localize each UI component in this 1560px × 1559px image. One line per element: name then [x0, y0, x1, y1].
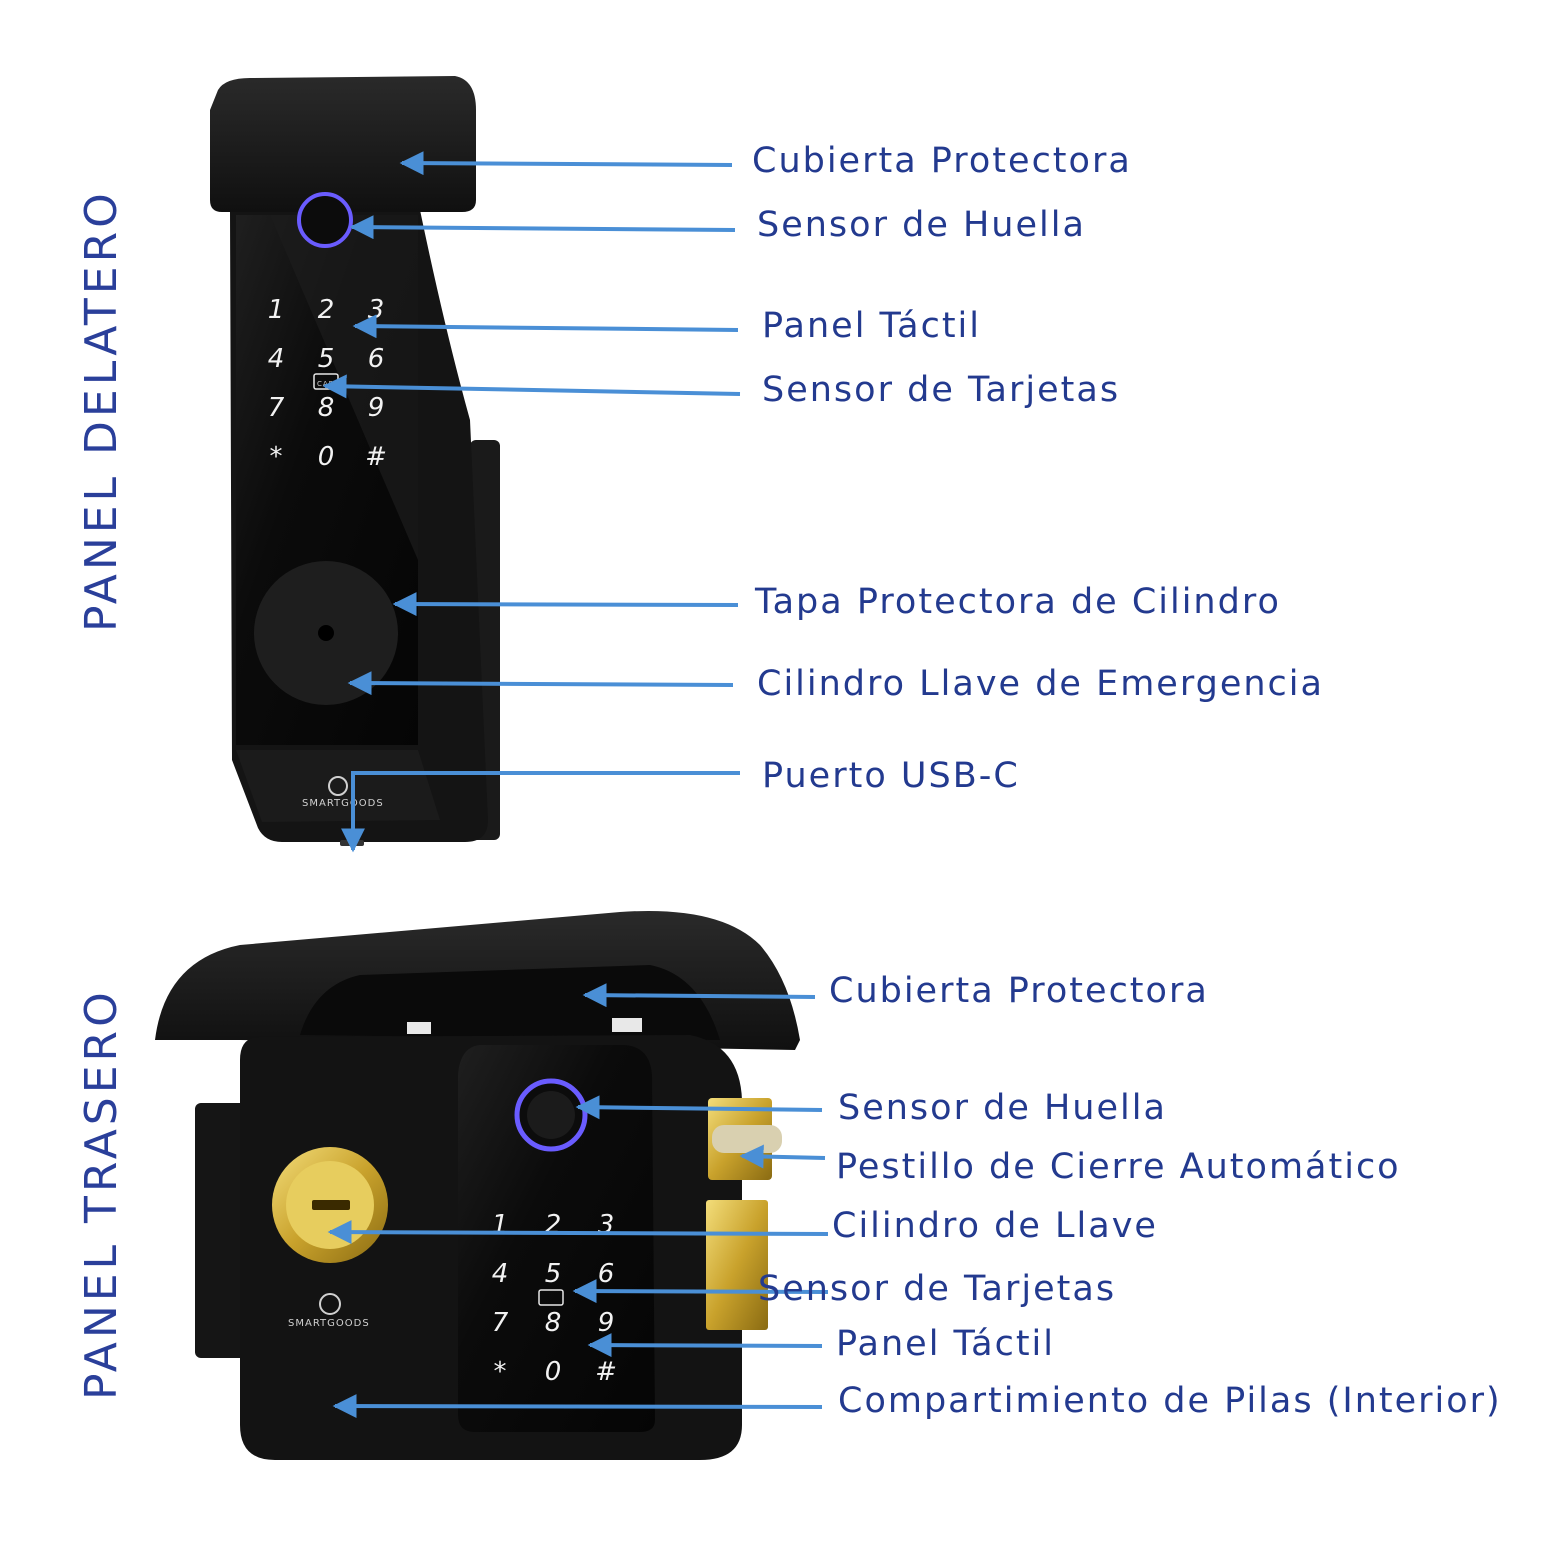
front-protective-cover [210, 76, 476, 212]
arrow-front-tarjetas [322, 374, 741, 399]
back-key-5[interactable]: 5 [545, 1259, 562, 1289]
back-keyway [312, 1200, 350, 1210]
front-key-star[interactable]: * [270, 442, 283, 472]
back-key-7[interactable]: 7 [492, 1308, 509, 1338]
arrow-front-panel [352, 314, 739, 339]
callout-arrows [322, 151, 829, 1419]
arrow-back-pestillo [739, 1144, 826, 1169]
front-key-4[interactable]: 4 [268, 344, 285, 374]
back-fingerprint-sensor [527, 1091, 575, 1139]
back-key-9[interactable]: 9 [598, 1308, 615, 1338]
front-brand-logo-icon [328, 776, 348, 796]
back-brand-logo-icon [319, 1293, 341, 1315]
front-key-6[interactable]: 6 [368, 344, 385, 374]
arrow-back-tarjetas [572, 1279, 829, 1304]
arrow-front-tapa [392, 592, 739, 617]
front-key-hash[interactable]: # [365, 442, 387, 472]
front-key-2[interactable]: 2 [318, 295, 335, 325]
front-brand-logo: SMARTGOODS [302, 798, 384, 809]
arrow-back-huella [575, 1095, 823, 1120]
arrow-back-panel [587, 1333, 823, 1358]
front-key-1[interactable]: 1 [268, 295, 285, 325]
back-card-icon [538, 1289, 564, 1306]
back-lock-device: SMARTGOODS 1 2 3 4 5 6 7 8 9 * 0 # [155, 910, 800, 1460]
back-latch-roller [712, 1125, 782, 1153]
back-keypad: 1 2 3 4 5 6 7 8 9 * 0 # [492, 1210, 617, 1387]
back-cover-clip-right [612, 1018, 642, 1032]
front-label-tapa-cilindro: Tapa Protectora de Cilindro [755, 582, 1281, 622]
back-brand-logo: SMARTGOODS [288, 1318, 370, 1329]
arrow-back-cubierta [582, 983, 816, 1008]
front-keypad: 1 2 3 4 5 6 7 8 9 * 0 # [268, 295, 387, 472]
front-key-9[interactable]: 9 [368, 393, 385, 423]
back-key-6[interactable]: 6 [598, 1259, 615, 1289]
back-cover-clip-left [407, 1022, 431, 1034]
back-label-cilindro-llave: Cilindro de Llave [832, 1206, 1158, 1246]
front-fingerprint-ring [297, 192, 353, 248]
back-key-8[interactable]: 8 [545, 1308, 562, 1338]
front-panel-title: PANEL DELATERO [76, 189, 127, 632]
back-label-sensor-tarjetas: Sensor de Tarjetas [758, 1269, 1117, 1309]
front-label-cilindro-emergencia: Cilindro Llave de Emergencia [757, 664, 1324, 704]
front-key-0[interactable]: 0 [318, 442, 335, 472]
back-label-cubierta-protectora: Cubierta Protectora [829, 971, 1209, 1011]
front-label-puerto-usbc: Puerto USB-C [762, 756, 1020, 796]
arrow-back-cilindro [327, 1220, 829, 1245]
front-label-cubierta-protectora: Cubierta Protectora [752, 141, 1132, 181]
front-bottom-bezel [236, 750, 440, 822]
back-label-pestillo: Pestillo de Cierre Automático [836, 1147, 1401, 1187]
front-key-5[interactable]: 5 [318, 344, 335, 374]
back-key-2[interactable]: 2 [545, 1210, 562, 1240]
back-key-hash[interactable]: # [595, 1357, 617, 1387]
back-deadbolt [706, 1200, 768, 1330]
back-label-sensor-huella: Sensor de Huella [838, 1088, 1167, 1128]
arrow-front-usbc [341, 771, 740, 853]
arrow-back-pilas [332, 1394, 823, 1419]
front-keyhole [318, 625, 334, 641]
back-cover-inner [300, 965, 720, 1040]
arrow-front-cilindro [347, 671, 734, 696]
front-label-panel-tactil: Panel Táctil [762, 306, 981, 346]
back-key-3[interactable]: 3 [598, 1210, 615, 1240]
back-key-star[interactable]: * [494, 1357, 507, 1387]
front-key-3[interactable]: 3 [368, 295, 385, 325]
back-key-0[interactable]: 0 [545, 1357, 562, 1387]
back-panel-title: PANEL TRASERO [76, 988, 127, 1400]
front-key-7[interactable]: 7 [268, 393, 285, 423]
arrow-front-cubierta [399, 151, 733, 176]
back-key-1[interactable]: 1 [492, 1210, 509, 1240]
front-label-sensor-tarjetas: Sensor de Tarjetas [762, 370, 1121, 410]
back-label-panel-tactil: Panel Táctil [836, 1324, 1055, 1364]
arrow-front-huella [349, 215, 736, 240]
front-label-sensor-huella: Sensor de Huella [757, 205, 1086, 245]
back-label-compartimiento-pilas: Compartimiento de Pilas (Interior) [838, 1381, 1502, 1421]
front-key-8[interactable]: 8 [318, 393, 335, 423]
back-key-4[interactable]: 4 [492, 1259, 509, 1289]
